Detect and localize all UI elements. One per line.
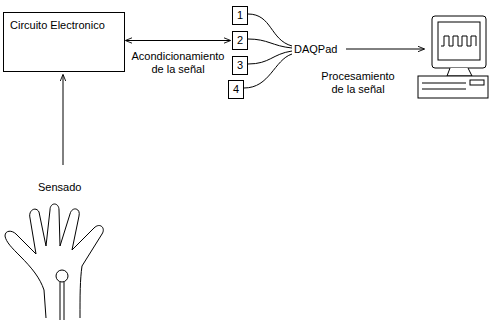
- channel-box: 1: [232, 6, 248, 25]
- circuit-box: Circuito Electronico: [3, 12, 125, 72]
- stage-label: Procesamiento de la señal: [316, 70, 400, 96]
- sensing-arrow: [63, 75, 64, 165]
- callout-number: 4: [231, 83, 241, 96]
- callout-number: 1: [235, 9, 245, 22]
- device-name: DAQPad: [294, 43, 337, 56]
- callout-number: 3: [235, 59, 245, 72]
- channel-box: 4: [228, 80, 244, 99]
- processing-arrow: [346, 49, 424, 50]
- callout-number: 2: [235, 34, 245, 47]
- computer-illustration: [418, 16, 488, 98]
- channel-box: 2: [232, 31, 248, 50]
- signal-arrow: [126, 40, 230, 41]
- channel-box: 3: [232, 56, 248, 75]
- edge-label: Acondicionamiento de la señal: [126, 50, 230, 76]
- hand-glove: [5, 204, 103, 320]
- stage-label: Sensado: [38, 181, 81, 194]
- channel-wires: [244, 14, 292, 88]
- box-title: Circuito Electronico: [10, 19, 118, 32]
